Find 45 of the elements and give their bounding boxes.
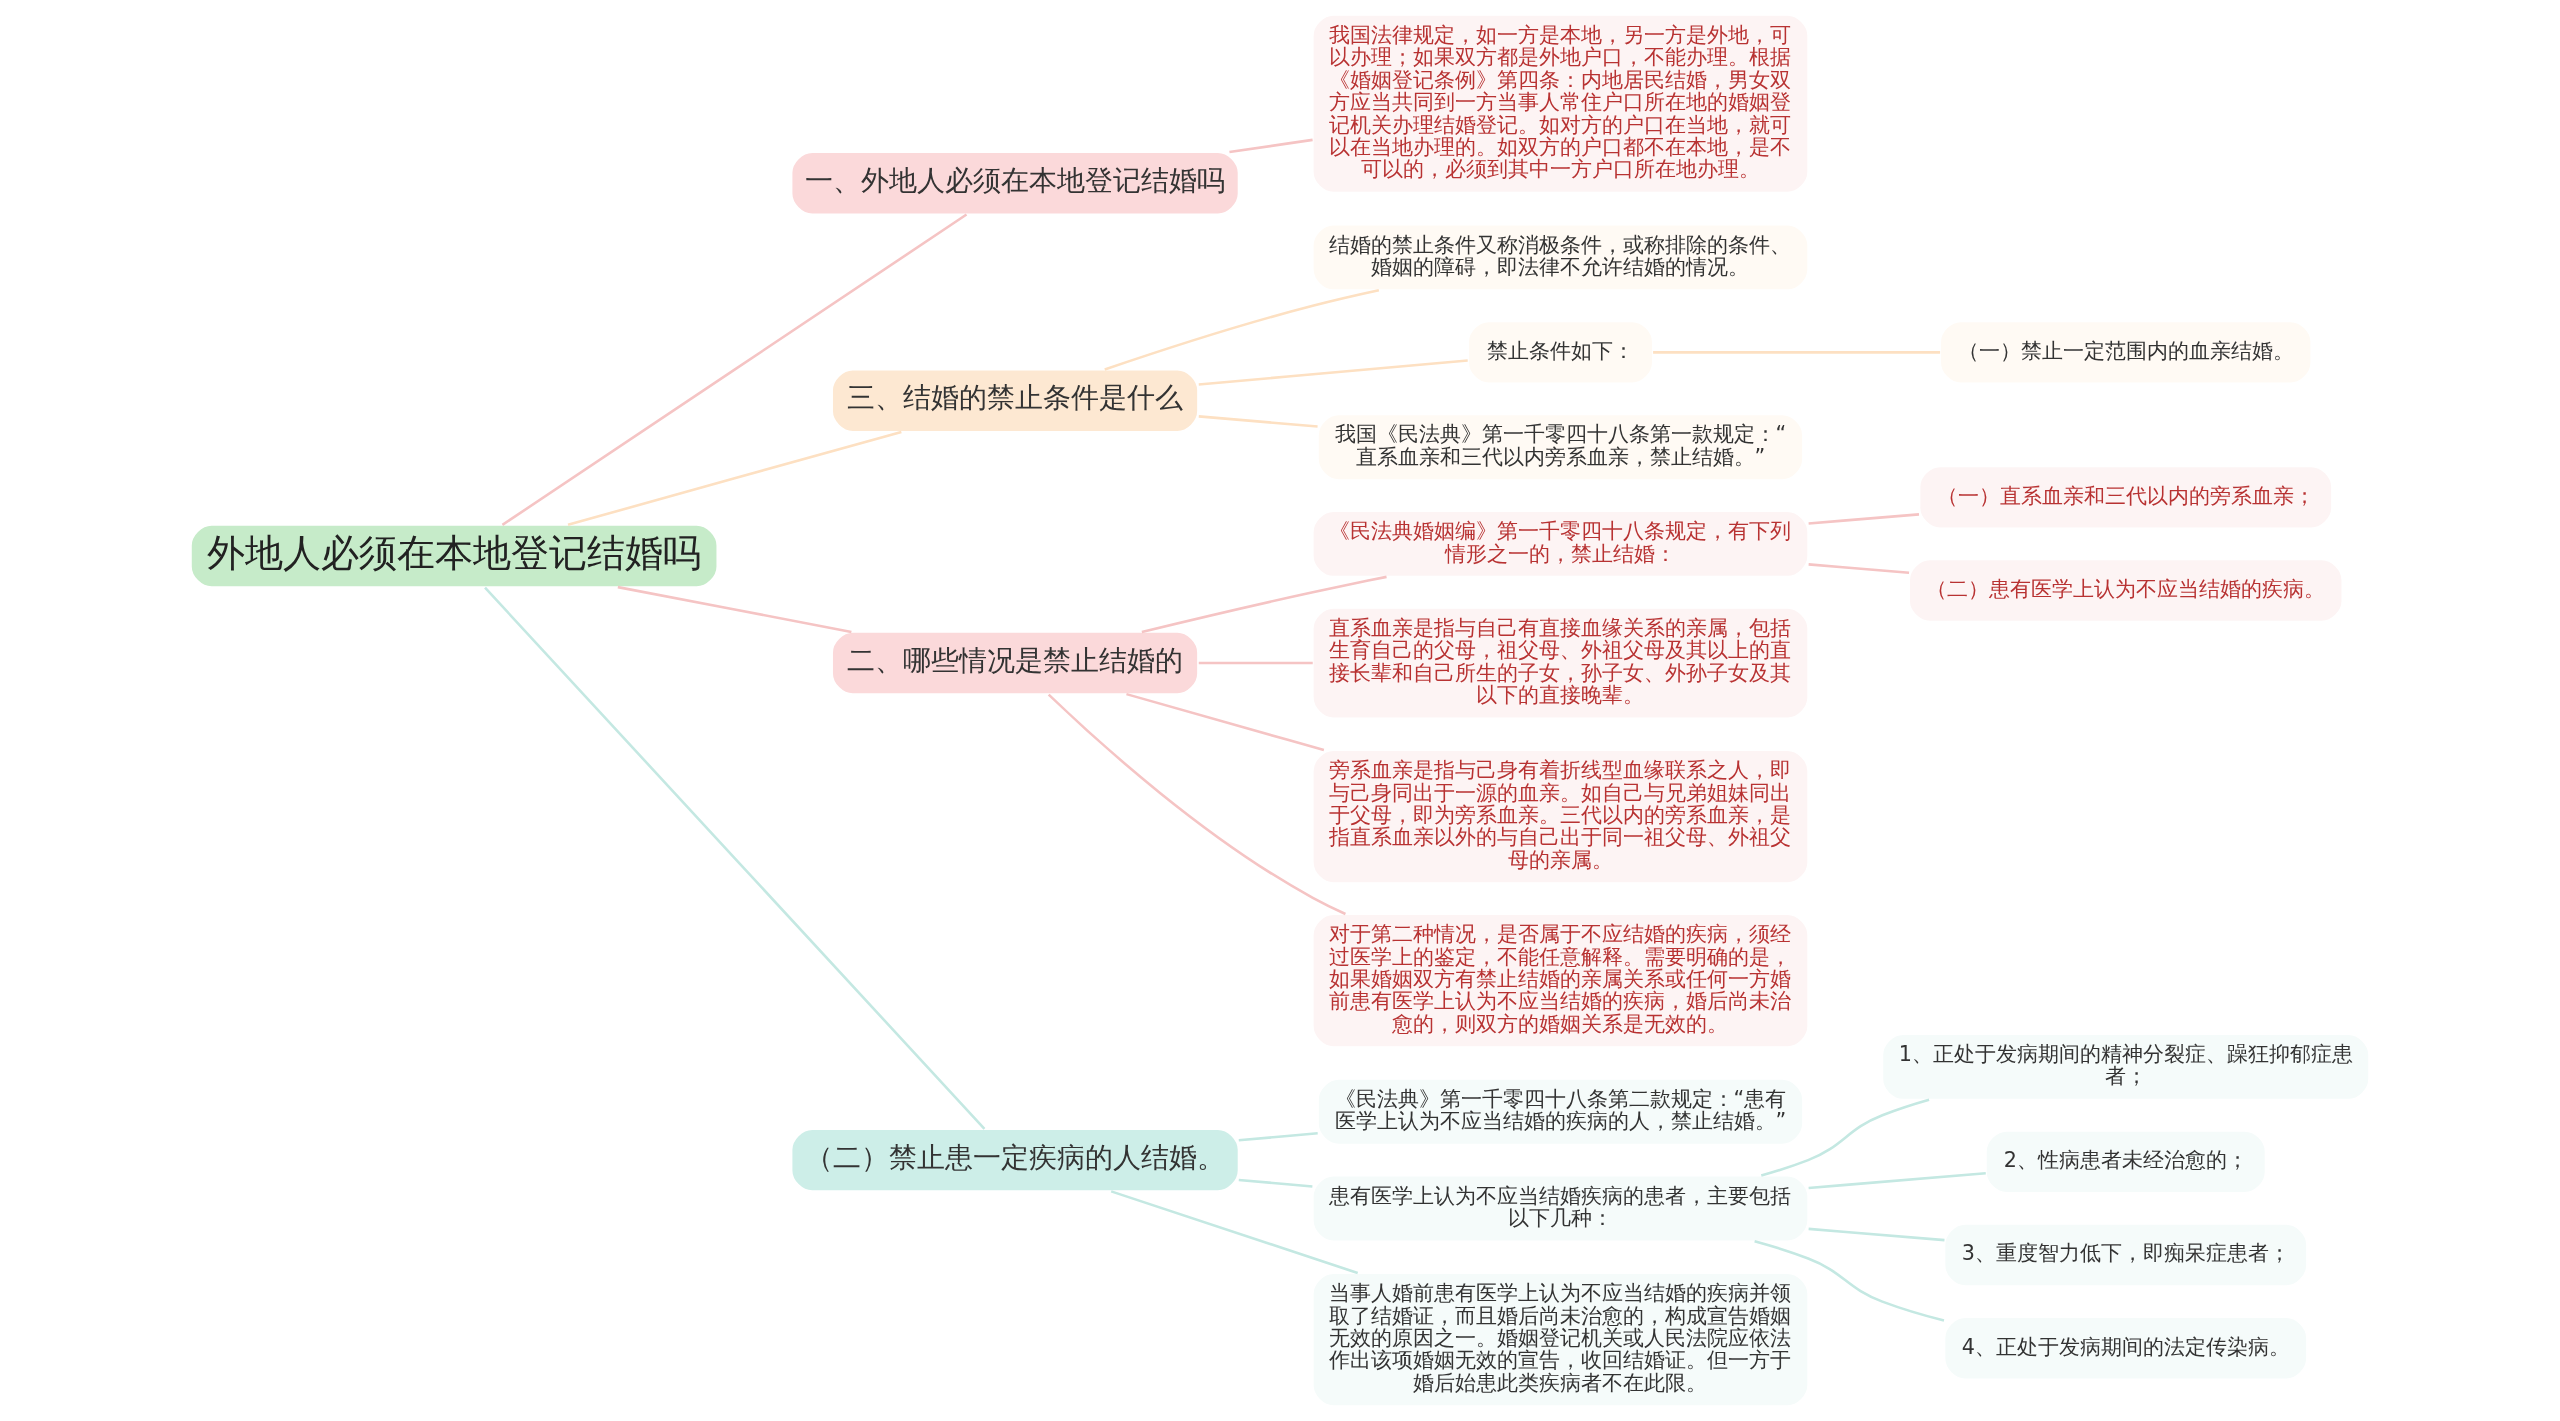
connector	[1198, 415, 1318, 428]
connector	[1047, 693, 1346, 916]
node-box: 当事人婚前患有医学上认为不应当结婚的疾病并领取了结婚证，而且婚后尚未治愈的，构成宣告婚姻无效的原因之一。婚姻登记机关或人民法院应依法作出该项婚姻无效的宣告，收回结婚证。但一方于婚后始患此类疾病者不在此限。	[1311, 1272, 1809, 1407]
connector	[617, 585, 852, 634]
node-box: 3、重度智力低下，即痴呆症患者；	[1943, 1223, 2308, 1287]
node-box: 1、正处于发病期间的精神分裂症、躁狂抑郁症患者；	[1881, 1033, 2370, 1101]
connector	[1141, 575, 1387, 634]
connector	[1229, 138, 1313, 154]
connector	[1126, 692, 1325, 752]
node-box: 旁系血亲是指与己身有着折线型血缘联系之人，即与己身同出于一源的血亲。如自己与兄弟姐妹同出于父母，即为旁系血亲。三代以内的旁系血亲，是指直系血亲以外的与自己出于同一祖父母、外祖父母的亲属。	[1311, 749, 1809, 884]
node-box: 一、外地人必须在本地登记结婚吗	[790, 151, 1240, 216]
connector	[1238, 1132, 1318, 1142]
connector	[1198, 359, 1468, 386]
connector	[1754, 1240, 1945, 1322]
node-box: 结婚的禁止条件又称消极条件，或称排除的条件、婚姻的障碍，即法律不允许结婚的情况。	[1311, 223, 1809, 292]
node-box: 《民法典婚姻编》第一千零四十八条规定，有下列情形之一的，禁止结婚：	[1311, 510, 1809, 578]
connector	[1808, 513, 1920, 525]
connector	[1198, 661, 1313, 665]
connector	[567, 430, 902, 527]
node-box: 对于第二种情况，是否属于不应结婚的疾病，须经过医学上的鉴定，不能任意解释。需要明确的是，如果婚姻双方有禁止结婚的亲属关系或任何一方婚前患有医学上认为不应当结婚的疾病，婚后尚未治愈的，则双方的婚姻关系是无效的。	[1311, 913, 1809, 1048]
connector	[1808, 1172, 1986, 1190]
node-box: 患有医学上认为不应当结婚疾病的患者，主要包括以下几种：	[1311, 1174, 1809, 1243]
node-box: 外地人必须在本地登记结婚吗	[190, 524, 719, 588]
connector	[1653, 351, 1941, 354]
connector	[1760, 1098, 1930, 1177]
node-box: （一）直系血亲和三代以内的旁系血亲；	[1918, 465, 2333, 530]
node-box: （一）禁止一定范围内的血亲结婚。	[1939, 320, 2313, 385]
connector	[484, 586, 986, 1130]
node-box: 我国法律规定，如一方是本地，另一方是外地，可以办理；如果双方都是外地户口，不能办理。根据《婚姻登记条例》第四条：内地居民结婚，男女双方应当共同到一方当事人常住户口所在地的婚姻登记机关办理结婚登记。如对方的户口在当地，就可以在当地办理的。如双方的户口都不在本地，是不可以的，必须到其中一方户口所在地办理。	[1311, 14, 1809, 194]
connector	[1808, 563, 1910, 574]
node-box: 二、哪些情况是禁止结婚的	[831, 631, 1199, 695]
node-box: 禁止条件如下：	[1467, 320, 1654, 385]
node-box: 4、正处于发病期间的法定传染病。	[1943, 1316, 2308, 1381]
node-box: 2、性病患者未经治愈的；	[1985, 1129, 2267, 1194]
node-box: 我国《民法典》第一千零四十八条第一款规定：“直系血亲和三代以内旁系血亲，禁止结婚。”	[1317, 413, 1804, 481]
connector	[1808, 1227, 1945, 1242]
connector	[1104, 289, 1380, 371]
node-box: 《民法典》第一千零四十八条第二款规定：“患有医学上认为不应当结婚的疾病的人，禁止结婚。”	[1317, 1078, 1804, 1146]
node-box: （二）禁止患一定疾病的人结婚。	[790, 1128, 1240, 1193]
connector	[1110, 1190, 1359, 1275]
connector	[1238, 1178, 1313, 1188]
connector	[501, 213, 968, 526]
node-box: （二）患有医学上认为不应当结婚的疾病。	[1908, 558, 2344, 623]
node-box: 直系血亲是指与自己有直接血缘关系的亲属，包括生育自己的父母，祖父母、外祖父母及其以上的直接长辈和自己所生的子女，孙子女、外孙子女及其以下的直接晚辈。	[1311, 606, 1809, 720]
node-box: 三、结婚的禁止条件是什么	[831, 368, 1199, 433]
